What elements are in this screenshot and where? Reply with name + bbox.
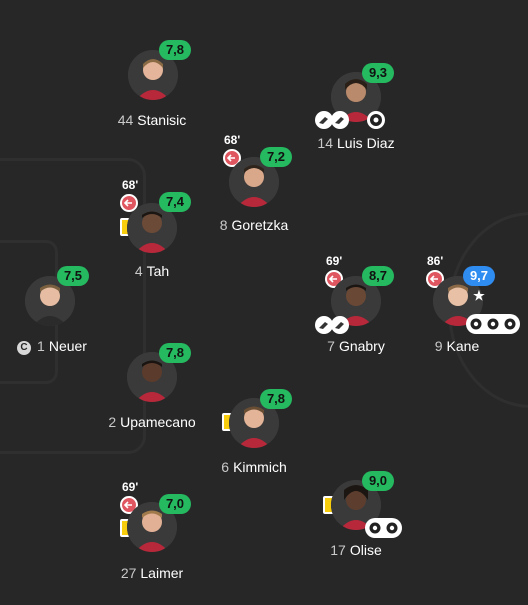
player-name: Goretzka xyxy=(231,217,289,233)
rating-badge: 7,0 xyxy=(159,494,191,514)
shirt-number: 17 xyxy=(330,542,346,558)
captain-badge: C xyxy=(17,341,32,355)
shirt-number: 4 xyxy=(134,263,143,279)
assist-boot-icon xyxy=(315,316,333,334)
assist-boot-icon xyxy=(331,316,349,334)
shirt-number: 14 xyxy=(317,135,333,151)
player-name: Gnabry xyxy=(338,338,385,354)
rating-badge-best: 9,7 ★ xyxy=(463,266,495,303)
rating-badge: 7,8 xyxy=(159,40,191,60)
goals-pill xyxy=(365,518,402,538)
rating-badge: 7,8 xyxy=(260,389,292,409)
sub-minute: 86' xyxy=(427,254,444,268)
shirt-number: 8 xyxy=(219,217,228,233)
goal-ball-icon xyxy=(384,520,400,536)
player-name: Olise xyxy=(349,542,382,558)
shirt-number: 6 xyxy=(221,459,230,475)
player-name: Stanisic xyxy=(137,112,187,128)
sub-minute: 69' xyxy=(326,254,343,268)
shirt-number: 2 xyxy=(108,414,117,430)
goal-ball-icon xyxy=(468,316,484,332)
avatar xyxy=(25,276,75,326)
avatar xyxy=(127,352,177,402)
shirt-number: 44 xyxy=(117,112,134,128)
shirt-number: 27 xyxy=(120,565,137,581)
goal-ball-icon xyxy=(367,520,383,536)
penalty-area-left xyxy=(0,158,146,454)
star-icon: ★ xyxy=(473,288,485,303)
rating-badge: 7,8 xyxy=(159,343,191,363)
avatar xyxy=(229,398,279,448)
rating-value: 9,7 xyxy=(469,268,489,283)
player-name: Upamecano xyxy=(120,414,196,430)
sub-minute: 68' xyxy=(122,178,139,192)
rating-badge: 9,3 xyxy=(362,63,394,83)
rating-badge: 8,7 xyxy=(362,266,394,286)
assist-boot-icon xyxy=(315,111,333,129)
rating-badge: 7,5 xyxy=(57,266,89,286)
goal-ball-icon xyxy=(502,316,518,332)
player-name: Tah xyxy=(146,263,170,279)
shirt-number: 7 xyxy=(327,338,335,354)
player-name: Kane xyxy=(446,338,480,354)
sub-minute: 69' xyxy=(122,480,139,494)
goal-ball-icon xyxy=(367,111,385,129)
rating-badge: 7,2 xyxy=(260,147,292,167)
player-name: Kimmich xyxy=(233,459,287,475)
player-name: Luis Diaz xyxy=(336,135,395,151)
player-name: Neuer xyxy=(48,338,87,354)
substitution-out-icon xyxy=(120,194,138,212)
shirt-number: 1 xyxy=(37,338,45,354)
player-name: Laimer xyxy=(140,565,184,581)
goal-ball-icon xyxy=(485,316,501,332)
assist-boot-icon xyxy=(331,111,349,129)
rating-badge: 7,4 xyxy=(159,192,191,212)
rating-badge: 9,0 xyxy=(362,471,394,491)
goals-pill xyxy=(466,314,520,334)
sub-minute: 68' xyxy=(224,133,241,147)
shirt-number: 9 xyxy=(434,338,443,354)
